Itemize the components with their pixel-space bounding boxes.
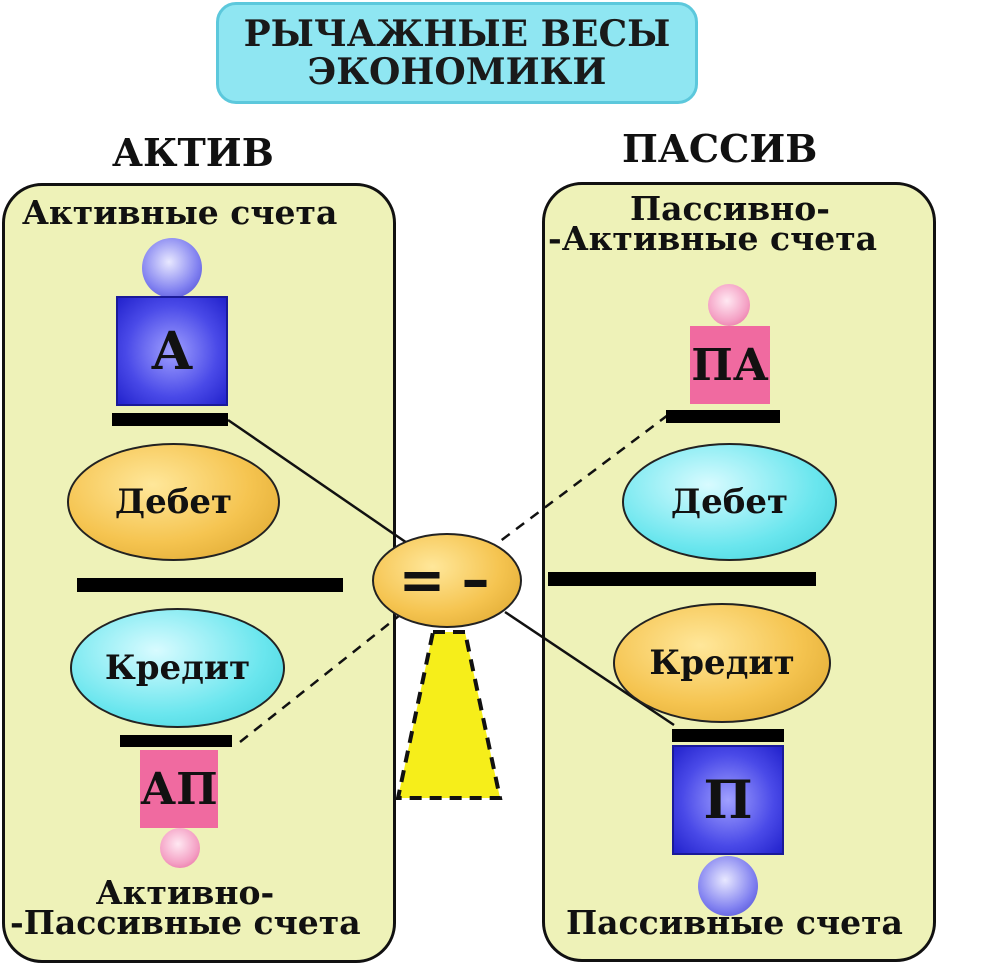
right-debit-ellipse: Дебет [622,443,837,561]
square-a: А [116,296,228,406]
left-top-bar [112,413,228,426]
fulcrum-ellipse: = – [372,533,522,628]
left-header: АКТИВ [112,130,274,175]
right-credit-ellipse: Кредит [613,603,831,723]
active-passive-label-line2: -Пассивные счета [10,903,361,942]
equal-sign: = [398,548,452,613]
passive-active-label-line1: Пассивно- [630,189,830,228]
square-pa: ПА [690,326,770,404]
square-p: П [672,745,784,855]
dashed-line-left [239,614,401,743]
right-header: ПАССИВ [622,126,818,171]
title-line-1: РЫЧАЖНЫЕ ВЕСЫ [243,13,671,55]
fulcrum-triangle [395,630,503,800]
blue-ball-bottom [698,856,758,916]
left-debit-ellipse: Дебет [67,443,280,561]
blue-ball-top [142,238,202,298]
title-line-2: ЭКОНОМИКИ [307,51,607,93]
left-credit-ellipse: Кредит [70,608,285,728]
passive-accounts-label: Пассивные счета [566,903,903,942]
dashed-line-right [494,414,669,546]
title-box: РЫЧАЖНЫЕ ВЕСЫ ЭКОНОМИКИ [216,2,698,104]
pink-ball-bottom-left [160,828,200,868]
active-passive-label-line1: Активно- [95,873,275,912]
passive-active-label-line2: -Активные счета [548,219,878,258]
right-top-bar [666,410,780,423]
square-ap: АП [140,750,218,828]
pink-ball-top-right [708,284,750,326]
left-bottom-bar [120,735,232,747]
minus-sign: – [461,548,496,613]
right-balance-bar [548,572,816,586]
solid-line-left [227,418,411,547]
active-accounts-label: Активные счета [22,193,338,232]
left-balance-bar [77,578,343,592]
right-bottom-bar [672,729,784,742]
